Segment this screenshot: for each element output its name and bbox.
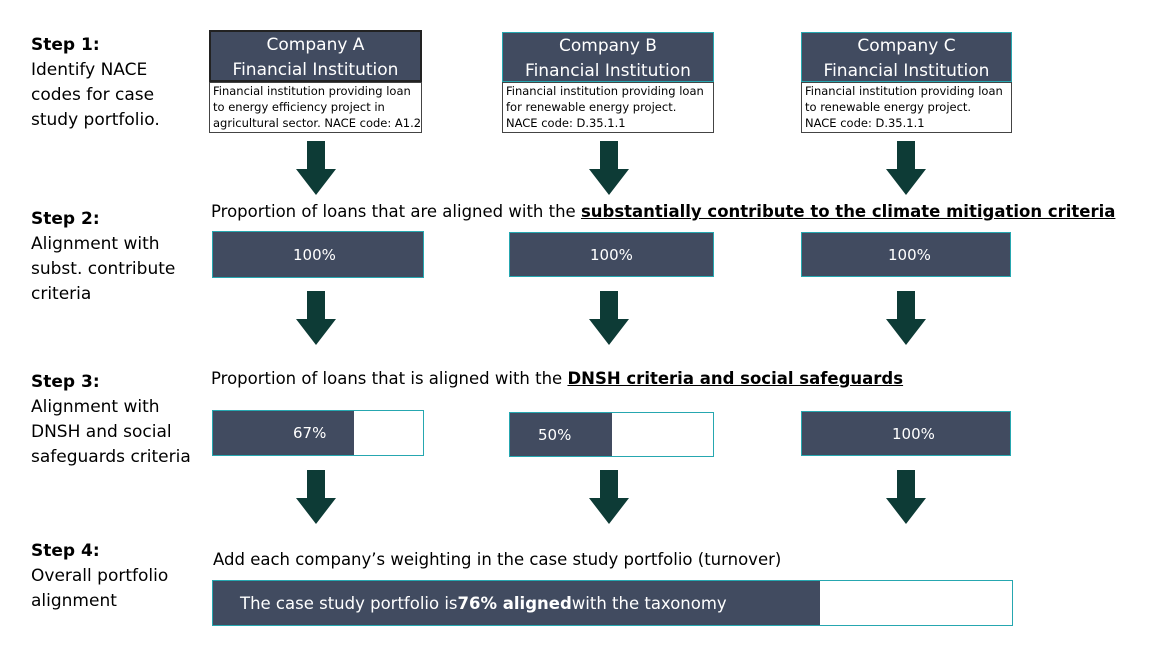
down-arrow-icon [296, 470, 336, 524]
step-3-bar-company-c: 100% [801, 411, 1011, 456]
step-2-label: Step 2: Alignment with subst. contribute… [31, 209, 176, 304]
down-arrow-icon [589, 470, 629, 524]
portfolio-alignment-label: The case study portfolio is 76% aligned … [240, 593, 727, 613]
bar-value-label: 100% [590, 245, 633, 264]
step-3-bar-company-b: 50% [509, 412, 714, 457]
down-arrow-icon [886, 470, 926, 524]
step-4-caption: Add each company’s weighting in the case… [213, 550, 782, 569]
step-2-bar-company-b: 100% [509, 232, 714, 277]
bar-value-label: 100% [892, 424, 935, 443]
down-arrow-icon [886, 141, 926, 195]
bar-value-label: 50% [538, 425, 572, 444]
step-2-bar-company-a: 100% [212, 231, 424, 278]
bar-fill [213, 581, 821, 625]
step-1-label: Step 1: Identify NACE codes for case stu… [31, 35, 160, 130]
down-arrow-icon [589, 291, 629, 345]
bar-value-label: 100% [888, 245, 931, 264]
bar-fill [802, 412, 1010, 455]
bar-value-label: 67% [293, 424, 327, 442]
step-2-bar-company-c: 100% [801, 232, 1011, 277]
company-a-header: Company A Financial Institution [209, 30, 422, 82]
bar-fill [510, 413, 612, 456]
company-b-description: Financial institution providing loan for… [502, 82, 714, 133]
company-c-header: Company C Financial Institution [801, 32, 1012, 82]
company-c-description: Financial institution providing loan to … [801, 82, 1012, 133]
company-a-description: Financial institution providing loan to … [209, 82, 422, 133]
down-arrow-icon [296, 291, 336, 345]
down-arrow-icon [296, 141, 336, 195]
bar-fill [213, 411, 354, 455]
company-b-header: Company B Financial Institution [502, 32, 714, 82]
bar-fill [213, 232, 423, 277]
bar-fill [802, 233, 1010, 276]
down-arrow-icon [886, 291, 926, 345]
step-3-bar-company-a: 67% [212, 410, 424, 456]
bar-fill [510, 233, 713, 276]
bar-value-label: 100% [293, 245, 336, 264]
step-2-caption: Proportion of loans that are aligned wit… [211, 202, 1116, 221]
portfolio-alignment-bar: The case study portfolio is 76% aligned … [212, 580, 1013, 626]
step-3-label: Step 3: Alignment with DNSH and social s… [31, 372, 191, 467]
down-arrow-icon [589, 141, 629, 195]
step-3-caption: Proportion of loans that is aligned with… [211, 369, 904, 388]
step-4-label: Step 4: Overall portfolio alignment [31, 541, 169, 611]
